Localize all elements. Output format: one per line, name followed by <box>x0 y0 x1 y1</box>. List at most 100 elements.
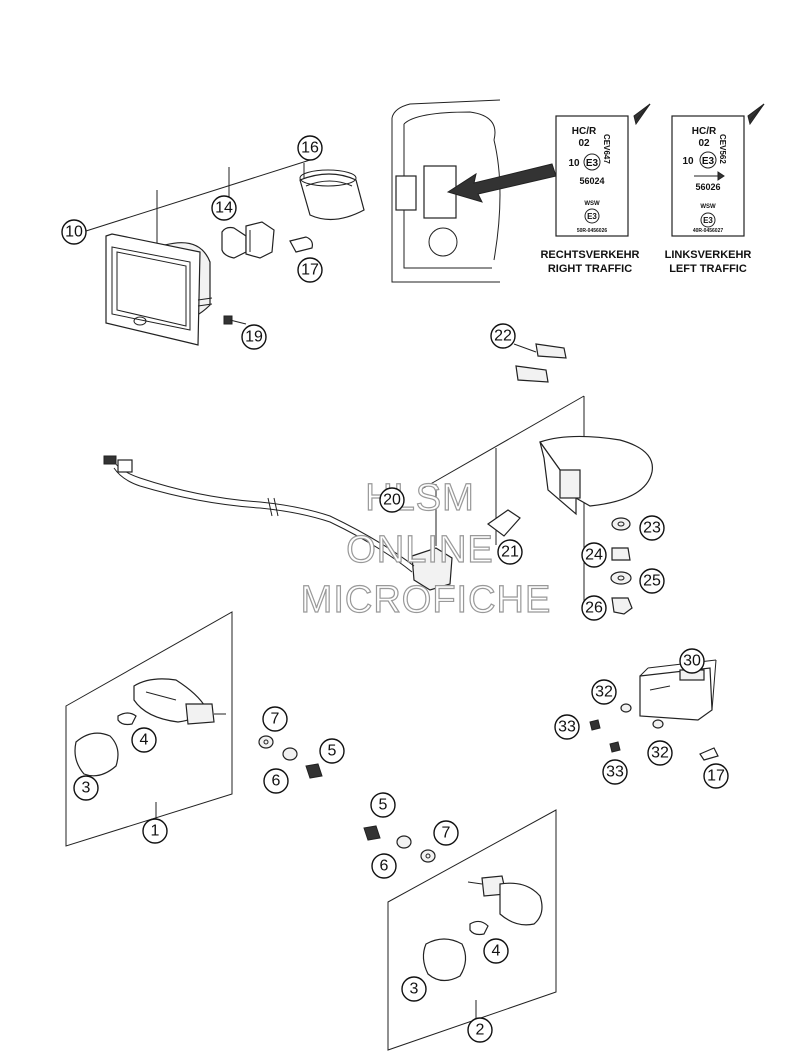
turn-signal-left-group <box>65 611 233 847</box>
label-cev: CEV562 <box>718 134 727 164</box>
svg-text:6: 6 <box>380 858 389 875</box>
callout-4-left: 4 <box>131 727 157 753</box>
callout-5-left: 5 <box>319 738 345 764</box>
label-wsw: WSW <box>700 204 716 210</box>
label-small-code: 40R-0456027 <box>693 228 724 234</box>
label-e3-small: E3 <box>703 216 713 225</box>
callout-14: 14 <box>211 195 237 221</box>
caption-line1: RECHTSVERKEHR <box>540 249 639 261</box>
type-label-right-traffic: HC/R 02 CEV647 10 E3 56024 WSW E3 50R-04… <box>540 103 651 275</box>
svg-text:5: 5 <box>379 797 388 814</box>
label-code: 56026 <box>695 182 720 192</box>
svg-text:6: 6 <box>272 773 281 790</box>
parking-bulb <box>289 236 313 253</box>
callout-6-left: 6 <box>263 768 289 794</box>
svg-text:23: 23 <box>643 520 661 537</box>
label-e3: E3 <box>702 156 715 167</box>
retaining-ring <box>299 169 365 221</box>
callout-33-bottom: 33 <box>602 759 628 785</box>
label-small-code: 50R-0456026 <box>577 228 608 234</box>
label-hcr: HC/R <box>692 126 717 137</box>
rubber-blocks <box>513 343 567 383</box>
svg-text:32: 32 <box>595 684 613 701</box>
hardware-set-right <box>363 825 436 863</box>
callout-19: 19 <box>241 324 267 350</box>
svg-text:26: 26 <box>585 600 603 617</box>
svg-text:21: 21 <box>501 544 519 561</box>
headlight-bulb <box>221 221 275 259</box>
callout-16: 16 <box>297 135 323 161</box>
callout-24: 24 <box>581 542 607 568</box>
turn-signal-right-group <box>387 809 557 1051</box>
svg-text:1: 1 <box>151 823 160 840</box>
type-label-left-traffic: HC/R 02 CEV562 10 E3 56026 WSW E3 40R-04… <box>665 103 765 275</box>
svg-text:33: 33 <box>558 719 576 736</box>
label-10: 10 <box>682 156 694 167</box>
label-hcr: HC/R <box>572 126 597 137</box>
label-code: 56024 <box>579 176 604 186</box>
callout-7-right: 7 <box>433 820 459 846</box>
svg-text:30: 30 <box>683 653 701 670</box>
callout-1: 1 <box>142 818 168 844</box>
label-02: 02 <box>698 138 710 149</box>
svg-text:14: 14 <box>215 200 233 217</box>
callout-32-bottom: 32 <box>647 740 673 766</box>
svg-text:4: 4 <box>492 943 501 960</box>
callout-2: 2 <box>467 1017 493 1043</box>
callout-3-right: 3 <box>401 976 427 1002</box>
callout-10: 10 <box>61 219 87 245</box>
svg-text:7: 7 <box>442 825 451 842</box>
label-location-inset <box>391 99 557 283</box>
svg-text:16: 16 <box>301 140 319 157</box>
svg-text:3: 3 <box>410 981 419 998</box>
svg-text:7: 7 <box>271 711 280 728</box>
callout-23: 23 <box>639 515 665 541</box>
callout-17-bottom: 17 <box>703 763 729 789</box>
svg-text:5: 5 <box>328 743 337 760</box>
license-light-group <box>589 659 719 761</box>
tail-light-assembly <box>103 395 653 615</box>
svg-text:32: 32 <box>651 745 669 762</box>
callout-17-top: 17 <box>297 257 323 283</box>
callout-4-right: 4 <box>483 938 509 964</box>
headlight-group <box>85 159 365 346</box>
svg-text:20: 20 <box>383 492 401 509</box>
hardware-set-left <box>258 735 323 779</box>
callout-30: 30 <box>679 648 705 674</box>
label-wsw: WSW <box>584 201 600 207</box>
callout-25: 25 <box>639 568 665 594</box>
svg-text:17: 17 <box>707 768 725 785</box>
svg-text:33: 33 <box>606 764 624 781</box>
svg-text:3: 3 <box>82 780 91 797</box>
caption-line1: LINKSVERKEHR <box>665 249 752 261</box>
svg-text:22: 22 <box>494 328 512 345</box>
callout-21: 21 <box>497 539 523 565</box>
label-02: 02 <box>578 138 590 149</box>
label-10: 10 <box>568 158 580 169</box>
svg-text:10: 10 <box>65 224 83 241</box>
label-cev: CEV647 <box>602 134 611 164</box>
watermark-line2: ONLINE <box>346 529 493 571</box>
callout-6-right: 6 <box>371 853 397 879</box>
callout-26: 26 <box>581 595 607 621</box>
svg-text:17: 17 <box>301 262 319 279</box>
svg-text:4: 4 <box>140 732 149 749</box>
callout-22: 22 <box>490 323 516 349</box>
callout-20: 20 <box>379 487 405 513</box>
svg-text:25: 25 <box>643 573 661 590</box>
svg-text:24: 24 <box>585 547 603 564</box>
label-e3: E3 <box>586 158 599 169</box>
svg-text:19: 19 <box>245 329 263 346</box>
callout-33-left: 33 <box>554 714 580 740</box>
callout-3-left: 3 <box>73 775 99 801</box>
caption-line2: LEFT TRAFFIC <box>669 263 747 275</box>
label-e3-small: E3 <box>587 212 597 221</box>
watermark: HLSM ONLINE MICROFICHE <box>300 476 552 621</box>
caption-line2: RIGHT TRAFFIC <box>548 263 632 275</box>
callout-7-left: 7 <box>262 706 288 732</box>
callout-5-right: 5 <box>370 792 396 818</box>
callout-32-top: 32 <box>591 679 617 705</box>
svg-text:2: 2 <box>476 1022 485 1039</box>
watermark-line3: MICROFICHE <box>301 579 552 621</box>
